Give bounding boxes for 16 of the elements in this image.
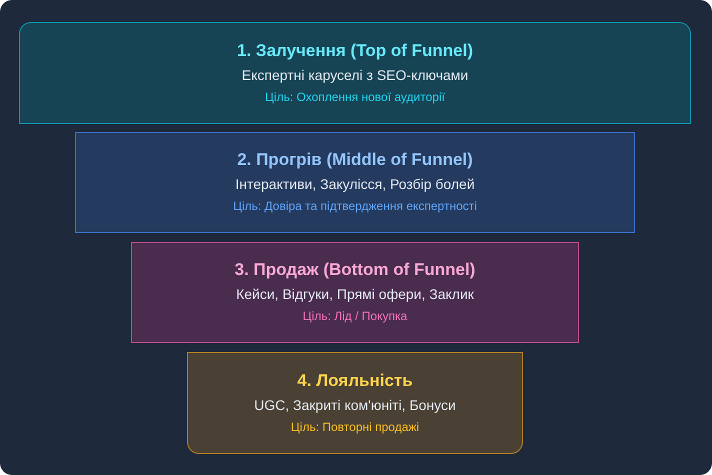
funnel-stage-box xyxy=(19,22,691,124)
stage-title: 2. Прогрів (Middle of Funnel) xyxy=(237,149,473,171)
stage-title: 1. Залучення (Top of Funnel) xyxy=(237,40,473,62)
stage-goal: Ціль: Охоплення нової аудиторії xyxy=(265,88,445,104)
funnel-stage-box xyxy=(187,352,523,454)
stage-tactics: Кейси, Відгуки, Прямі офери, Заклик xyxy=(236,285,474,304)
stage-tactics: UGC, Закриті ком'юніті, Бонуси xyxy=(254,396,456,414)
stage-goal: Ціль: Довіра та підтвердження експертності xyxy=(233,198,477,214)
funnel-stage-box xyxy=(75,132,635,233)
stage-goal: Ціль: Повторні продажі xyxy=(290,418,420,434)
stage-tactics: Експертні каруселі з SEO-ключами xyxy=(242,66,468,84)
stage-title: 4. Лояльність xyxy=(297,370,413,392)
stage-tactics: Інтерактиви, Закулісся, Розбір болей xyxy=(235,175,475,194)
stage-goal: Ціль: Лід / Покупка xyxy=(302,308,408,324)
stage-title: 3. Продаж (Bottom of Funnel) xyxy=(234,259,476,281)
funnel-stage-box xyxy=(131,242,579,343)
